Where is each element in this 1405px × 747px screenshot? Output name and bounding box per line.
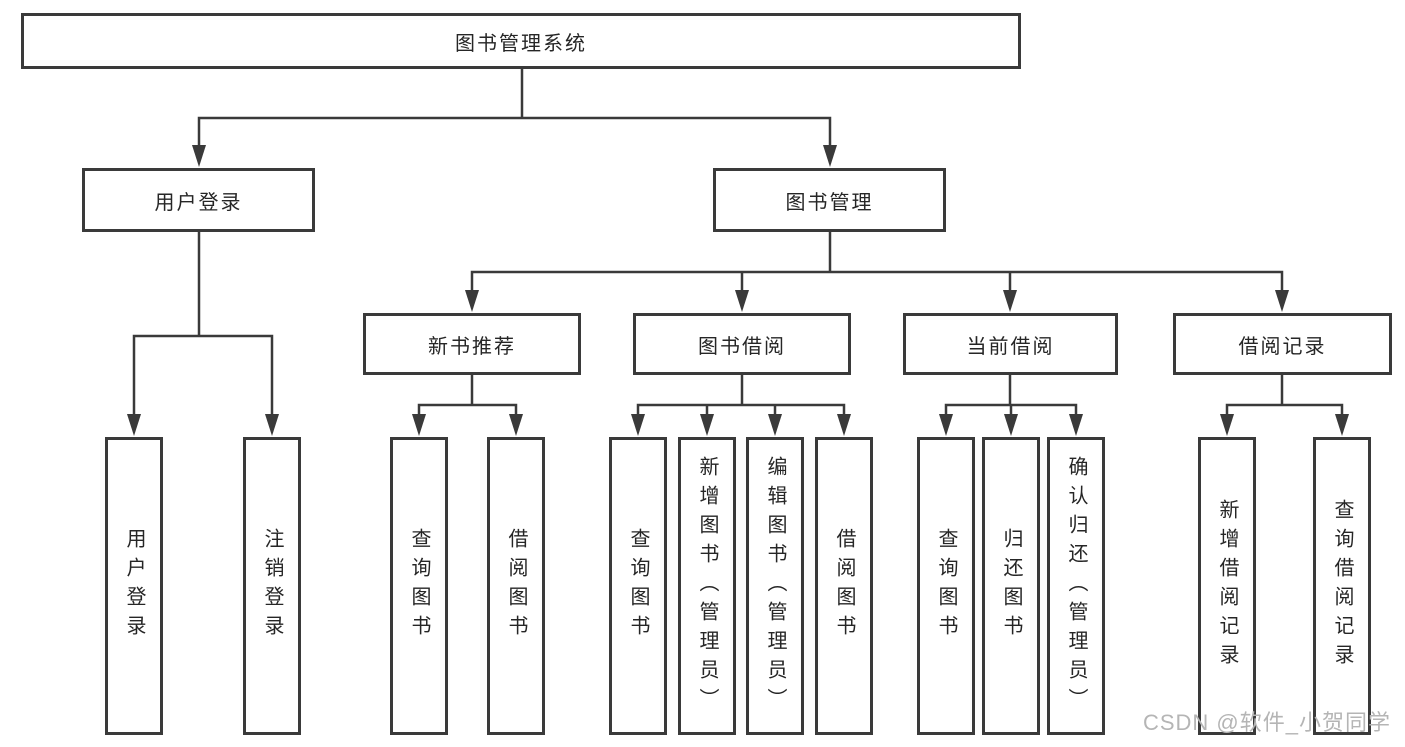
leaf-br-add-record-label: 新增借阅记录 xyxy=(1216,499,1238,673)
leaf-logout-label: 注销登录 xyxy=(261,528,283,644)
leaf-cb-confirm-return-admin-label: 确认归还（管理员） xyxy=(1065,455,1087,717)
leaf-bb-edit-books-admin-label: 编辑图书（管理员） xyxy=(764,455,786,717)
node-new-book-recommend-label: 新书推荐 xyxy=(428,335,516,358)
leaf-nbr-borrow-books: 借阅图书 xyxy=(487,437,545,735)
node-book-borrow-label: 图书借阅 xyxy=(698,335,786,358)
leaf-cb-return-books: 归还图书 xyxy=(982,437,1040,735)
node-user-login-label: 用户登录 xyxy=(154,191,243,214)
arrowheads xyxy=(127,145,1349,436)
node-book-management-label: 图书管理 xyxy=(785,191,874,214)
node-current-borrow: 当前借阅 xyxy=(903,313,1118,375)
node-book-management: 图书管理 xyxy=(713,168,946,232)
node-new-book-recommend: 新书推荐 xyxy=(363,313,581,375)
leaf-nbr-borrow-books-label: 借阅图书 xyxy=(505,528,527,644)
node-user-login: 用户登录 xyxy=(82,168,315,232)
leaf-nbr-query-books-label: 查询图书 xyxy=(408,528,430,644)
leaf-br-query-record-label: 查询借阅记录 xyxy=(1331,499,1353,673)
leaf-bb-edit-books-admin: 编辑图书（管理员） xyxy=(746,437,804,735)
node-borrow-records-label: 借阅记录 xyxy=(1238,335,1327,358)
leaf-user-login: 用户登录 xyxy=(105,437,163,735)
leaf-cb-return-books-label: 归还图书 xyxy=(1000,528,1022,644)
leaf-bb-query-books-label: 查询图书 xyxy=(627,528,649,644)
leaf-bb-borrow-books-label: 借阅图书 xyxy=(833,528,855,644)
node-library-system: 图书管理系统 xyxy=(21,13,1021,69)
leaf-br-add-record: 新增借阅记录 xyxy=(1198,437,1256,735)
watermark: CSDN @软件_小贺同学 xyxy=(1142,710,1391,735)
leaf-logout: 注销登录 xyxy=(243,437,301,735)
leaf-bb-borrow-books: 借阅图书 xyxy=(815,437,873,735)
leaf-bb-query-books: 查询图书 xyxy=(609,437,667,735)
leaf-cb-query-books: 查询图书 xyxy=(917,437,975,735)
node-borrow-records: 借阅记录 xyxy=(1173,313,1392,375)
leaf-bb-add-books-admin-label: 新增图书（管理员） xyxy=(696,455,718,717)
node-current-borrow-label: 当前借阅 xyxy=(966,335,1055,358)
leaf-cb-confirm-return-admin: 确认归还（管理员） xyxy=(1047,437,1105,735)
leaf-bb-add-books-admin: 新增图书（管理员） xyxy=(678,437,736,735)
leaf-cb-query-books-label: 查询图书 xyxy=(935,528,957,644)
leaf-br-query-record: 查询借阅记录 xyxy=(1313,437,1371,735)
leaf-nbr-query-books: 查询图书 xyxy=(390,437,448,735)
node-library-system-label: 图书管理系统 xyxy=(455,32,587,55)
node-book-borrow: 图书借阅 xyxy=(633,313,851,375)
leaf-user-login-label: 用户登录 xyxy=(123,528,145,644)
